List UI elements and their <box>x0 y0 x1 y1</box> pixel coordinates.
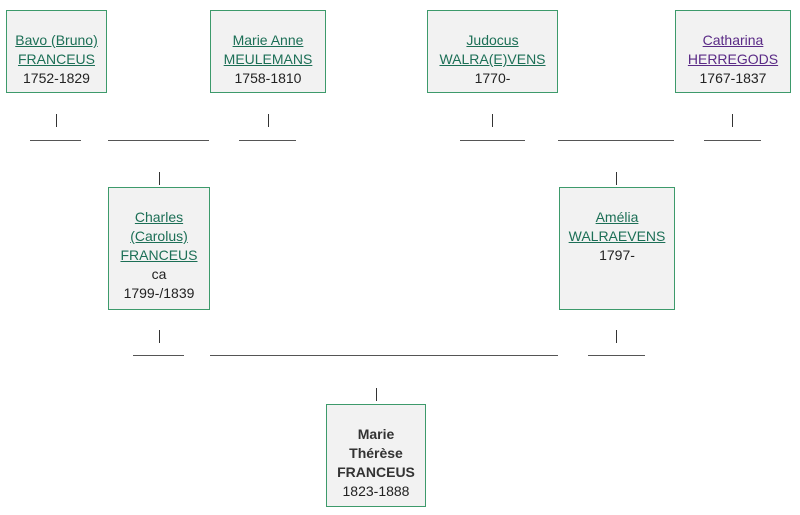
person-link-given-name[interactable]: Catharina <box>702 32 764 48</box>
person-dates: 1797- <box>599 247 635 263</box>
person-box-catharina-herregods: Catharina HERREGODS 1767-1837 <box>675 10 791 93</box>
person-link-surname[interactable]: FRANCEUS <box>17 51 95 67</box>
connector-line <box>460 140 525 141</box>
person-dates-qualifier: ca <box>151 266 167 282</box>
person-link-surname[interactable]: WALRAEVENS <box>568 228 666 244</box>
person-dates: 1799-/1839 <box>123 285 195 301</box>
connector-tick <box>732 114 733 127</box>
connector-line <box>210 355 558 356</box>
person-box-judocus-walraevens: Judocus WALRA(E)VENS 1770- <box>427 10 558 93</box>
connector-tick <box>159 330 160 343</box>
connector-line <box>558 140 674 141</box>
person-link-surname[interactable]: HERREGODS <box>687 51 779 67</box>
connector-tick <box>616 330 617 343</box>
person-box-charles-franceus: Charles (Carolus) FRANCEUS ca 1799-/1839 <box>108 187 210 310</box>
connector-tick <box>616 172 617 185</box>
person-link-given-name[interactable]: Charles <box>134 209 184 225</box>
person-dates: 1823-1888 <box>342 483 410 499</box>
person-box-marie-therese-franceus: Marie Thérèse FRANCEUS 1823-1888 <box>326 404 426 507</box>
connector-line <box>133 355 184 356</box>
person-box-bavo-franceus: Bavo (Bruno) FRANCEUS 1752-1829 <box>6 10 107 93</box>
person-box-marie-anne-meulemans: Marie Anne MEULEMANS 1758-1810 <box>210 10 326 93</box>
person-link-given-name[interactable]: Judocus <box>466 32 519 48</box>
connector-line <box>588 355 645 356</box>
person-link-surname[interactable]: WALRA(E)VENS <box>439 51 546 67</box>
subject-given-name: Marie <box>357 426 395 442</box>
connector-tick <box>159 172 160 185</box>
connector-tick <box>492 114 493 127</box>
subject-given-name-second: Thérèse <box>349 445 403 461</box>
connector-tick <box>376 388 377 401</box>
person-link-surname[interactable]: FRANCEUS <box>120 247 198 263</box>
connector-line <box>30 140 81 141</box>
subject-surname: FRANCEUS <box>337 464 415 480</box>
person-dates: 1752-1829 <box>23 70 90 86</box>
person-link-surname[interactable]: MEULEMANS <box>223 51 313 67</box>
person-dates: 1767-1837 <box>699 70 767 86</box>
connector-tick <box>56 114 57 127</box>
person-dates: 1770- <box>474 70 511 86</box>
person-link-given-name[interactable]: Marie Anne <box>232 32 304 48</box>
connector-line <box>108 140 209 141</box>
person-box-amelia-walraevens: Amélia WALRAEVENS 1797- <box>559 187 675 310</box>
connector-line <box>704 140 761 141</box>
person-dates: 1758-1810 <box>234 70 302 86</box>
person-link-given-name[interactable]: Bavo (Bruno) <box>15 32 98 48</box>
connector-line <box>239 140 296 141</box>
person-link-given-name[interactable]: Amélia <box>595 209 639 225</box>
connector-tick <box>268 114 269 127</box>
person-link-given-name-alt[interactable]: (Carolus) <box>130 228 188 244</box>
